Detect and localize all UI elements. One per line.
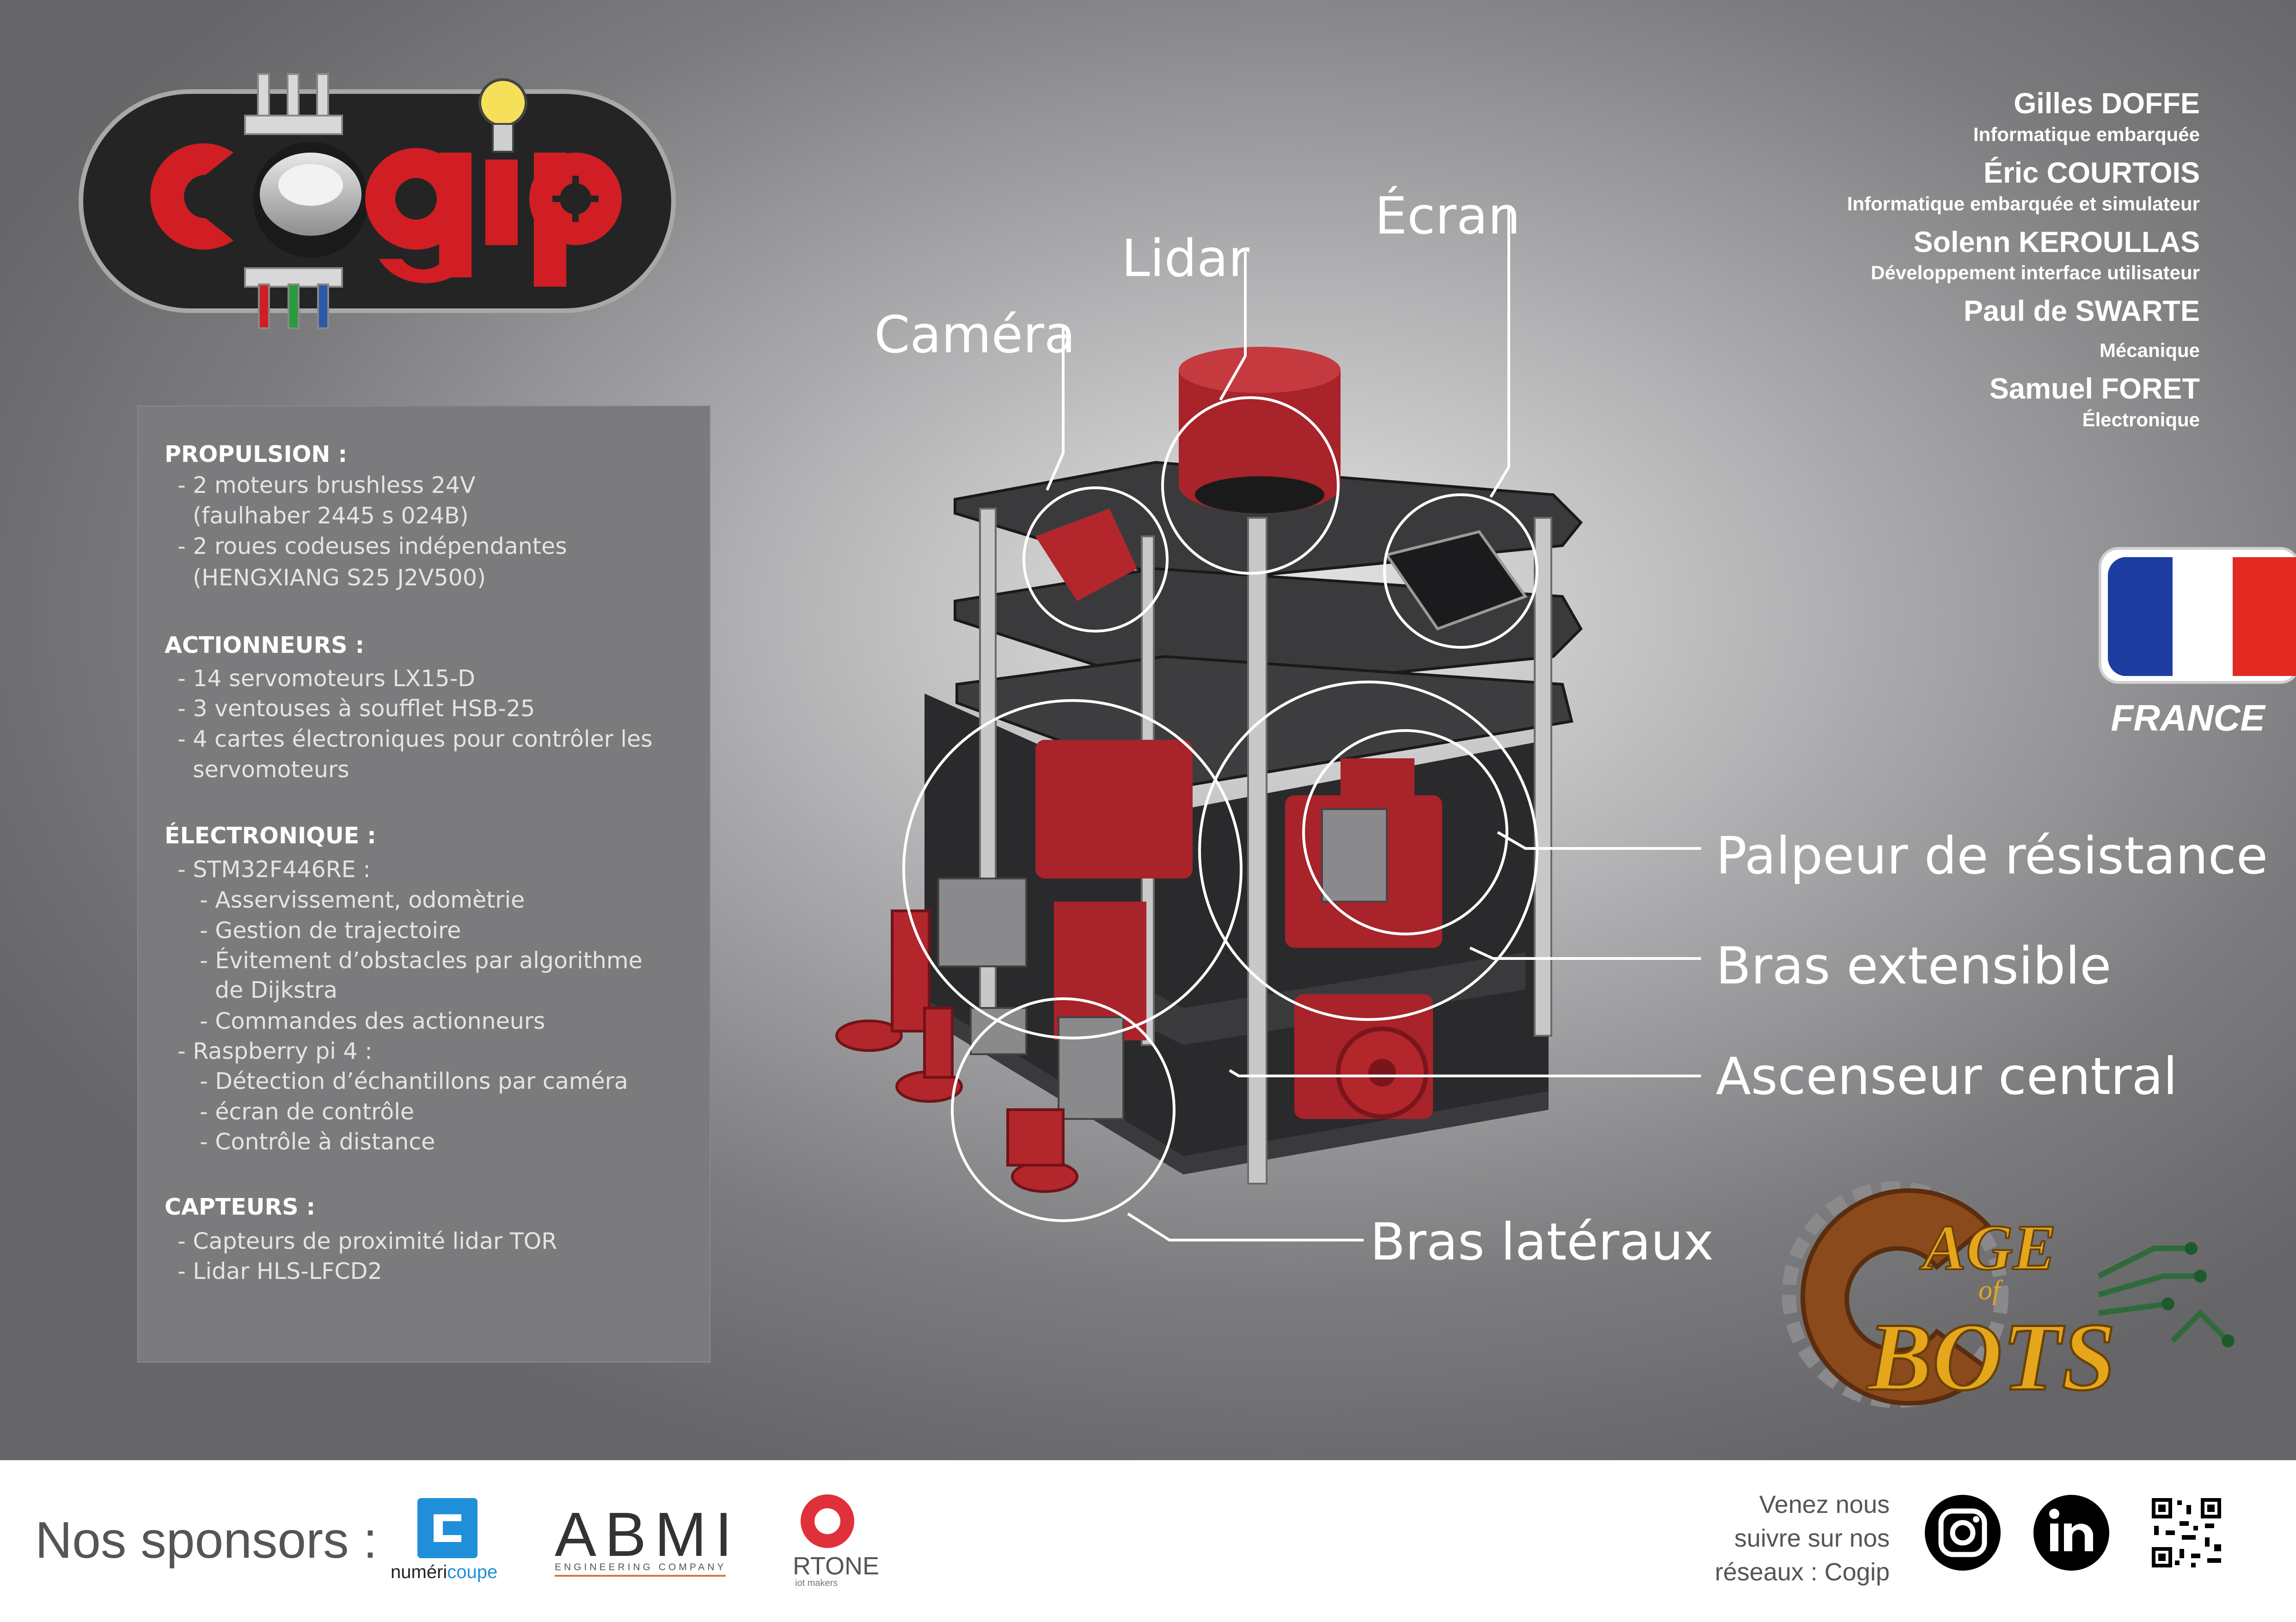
sponsor-abmi-name: ABMI (555, 1499, 741, 1569)
follow-text-line: Venez nous (1759, 1491, 1890, 1518)
spec-line: - Évitement d’obstacles par algorithme (200, 946, 643, 974)
spec-line: - Détection d’échantillons par caméra (200, 1068, 628, 1094)
spec-line: (HENGXIANG S25 J2V500) (193, 565, 486, 591)
spec-line: - 14 servomoteurs LX15-D (178, 665, 475, 692)
sponsor-rtone-tagline: iot makers (795, 1578, 838, 1588)
sponsor-numericoupe-part1: numéri (391, 1562, 447, 1582)
spec-line: - 2 roues codeuses indépendantes (178, 533, 567, 559)
specs-panel (137, 406, 710, 1363)
actionneurs-title: ACTIONNEURS : (165, 632, 364, 658)
team-member-role: Mécanique (2100, 339, 2200, 361)
team-member-role: Informatique embarquée et simulateur (1847, 193, 2200, 215)
team-member-name: Éric COURTOIS (1984, 157, 2200, 189)
follow-text-line: réseaux : Cogip (1715, 1558, 1890, 1586)
sponsor-numericoupe-part2: coupe (447, 1562, 497, 1582)
spec-line: - Asservissement, odomètrie (200, 887, 525, 913)
callout-palpeur: Palpeur de résistance (1716, 826, 2268, 886)
callout-bras-lateraux: Bras latéraux (1370, 1212, 1714, 1272)
spec-line: (faulhaber 2445 s 024B) (193, 503, 469, 529)
footer: Nos sponsors : numéricoupe ABMI ENGINEER… (0, 1460, 2296, 1622)
team-member-name: Samuel FORET (1990, 373, 2200, 405)
callout-bras-extensible: Bras extensible (1716, 936, 2111, 996)
callout-ecran: Écran (1375, 186, 1520, 246)
spec-line: - Lidar HLS-LFCD2 (178, 1258, 382, 1284)
spec-line: de Dijkstra (215, 977, 337, 1003)
age-of-bots-line2: of (1978, 1275, 2003, 1305)
spec-line: - Contrôle à distance (200, 1129, 435, 1155)
team-credits: Gilles DOFFE Informatique embarquée Éric… (1847, 87, 2200, 430)
callout-lidar: Lidar (1121, 229, 1249, 289)
svg-text:numéricoupe: numéricoupe (391, 1562, 497, 1582)
spec-line: - Commandes des actionneurs (200, 1008, 545, 1034)
sponsor-numericoupe-logo[interactable]: numéricoupe (391, 1498, 497, 1582)
callout-lines (1046, 209, 1701, 1241)
spec-line: servomoteurs (193, 756, 349, 783)
sponsor-abmi-logo[interactable]: ABMI ENGINEERING COMPANY (555, 1499, 741, 1577)
spec-line: - Gestion de trajectoire (200, 917, 461, 944)
team-member-name: Paul de SWARTE (1964, 295, 2200, 327)
spec-line: - STM32F446RE : (178, 856, 371, 883)
spec-line: - 4 cartes électroniques pour contrôler … (178, 726, 653, 752)
lightbulb-icon (478, 78, 527, 153)
team-member-role: Informatique embarquée (1973, 123, 2200, 145)
electronique-title: ÉLECTRONIQUE : (165, 822, 376, 849)
linkedin-icon[interactable] (2033, 1495, 2109, 1571)
instagram-icon[interactable] (1925, 1495, 2001, 1571)
sponsor-abmi-tagline: ENGINEERING COMPANY (555, 1562, 726, 1573)
sponsors-label: Nos sponsors : (35, 1511, 377, 1569)
age-of-bots-line3: BOTS (1867, 1303, 2116, 1411)
age-of-bots-line1: AGE (1919, 1212, 2056, 1284)
france-flag: FRANCE (2099, 547, 2296, 738)
capteurs-title: CAPTEURS : (165, 1194, 315, 1220)
follow-text-line: suivre sur nos (1734, 1524, 1890, 1552)
chip-pins-icon (244, 73, 343, 329)
specs-text: PROPULSION : - 2 moteurs brushless 24V (… (165, 441, 653, 1284)
team-member-name: Solenn KEROULLAS (1913, 226, 2200, 258)
team-member-role: Développement interface utilisateur (1871, 262, 2200, 283)
spec-line: - 2 moteurs brushless 24V (178, 472, 476, 498)
team-member-role: Électronique (2082, 409, 2200, 430)
cogip-logo: cogip (79, 73, 676, 329)
spec-line: - 3 ventouses à soufflet HSB-25 (178, 695, 535, 722)
callout-labels: Caméra Lidar Écran Palpeur de résistance… (874, 186, 2268, 1272)
sponsor-rtone-logo[interactable]: RTONE iot makers (793, 1494, 879, 1588)
age-of-bots-logo: AGE of BOTS (1782, 1181, 2235, 1412)
spec-line: - écran de contrôle (200, 1099, 414, 1125)
qr-code-icon[interactable] (2150, 1496, 2223, 1569)
robot-illustration (835, 347, 1583, 1222)
callout-ascenseur: Ascenseur central (1716, 1047, 2178, 1106)
circuit-traces-icon (2097, 1246, 2230, 1343)
gear-icon (552, 176, 599, 222)
propulsion-title: PROPULSION : (165, 441, 347, 467)
country-label: FRANCE (2111, 697, 2266, 738)
team-member-name: Gilles DOFFE (2014, 87, 2200, 120)
callout-camera: Caméra (874, 305, 1076, 365)
spec-line: - Capteurs de proximité lidar TOR (178, 1228, 557, 1254)
sponsor-rtone-name: RTONE (793, 1552, 879, 1580)
spec-line: - Raspberry pi 4 : (178, 1038, 373, 1064)
